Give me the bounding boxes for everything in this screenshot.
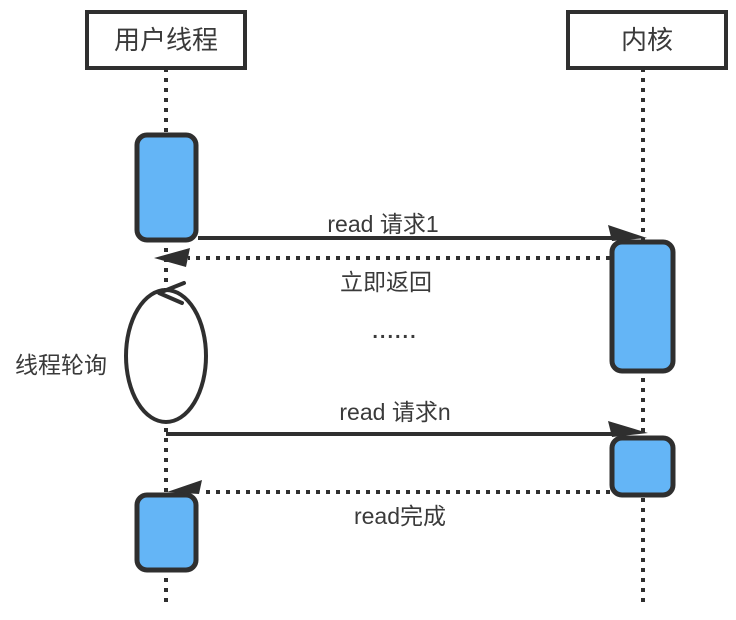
message-label-read-request-n: read 请求n: [339, 399, 450, 425]
actor-box-kernel: [566, 10, 728, 70]
loop-label: 线程轮询: [15, 352, 107, 378]
immediate-return-arrowhead-icon: [154, 248, 190, 267]
actor-label-user-thread: 用户线程: [114, 25, 218, 55]
kernel-activation-2: [609, 435, 676, 498]
actor-box-user-thread: [85, 10, 247, 70]
user-activation-2: [134, 492, 199, 573]
loop-arrowhead-icon: [157, 281, 186, 305]
kernel-activation-1: [609, 239, 676, 374]
actor-label-kernel: 内核: [621, 25, 673, 55]
message-label-read-request-1: read 请求1: [327, 211, 438, 237]
polling-loop-ellipse: [124, 288, 208, 424]
read-request-n-arrowhead-icon: [608, 421, 648, 437]
user-activation-1: [134, 132, 199, 243]
message-label-immediate-return: 立即返回: [340, 269, 432, 295]
ellipsis-label: ......: [372, 321, 417, 343]
message-label-read-complete: read完成: [354, 503, 446, 529]
read-request-1-arrowhead-icon: [608, 225, 647, 241]
read-complete-arrowhead-icon: [167, 480, 202, 494]
